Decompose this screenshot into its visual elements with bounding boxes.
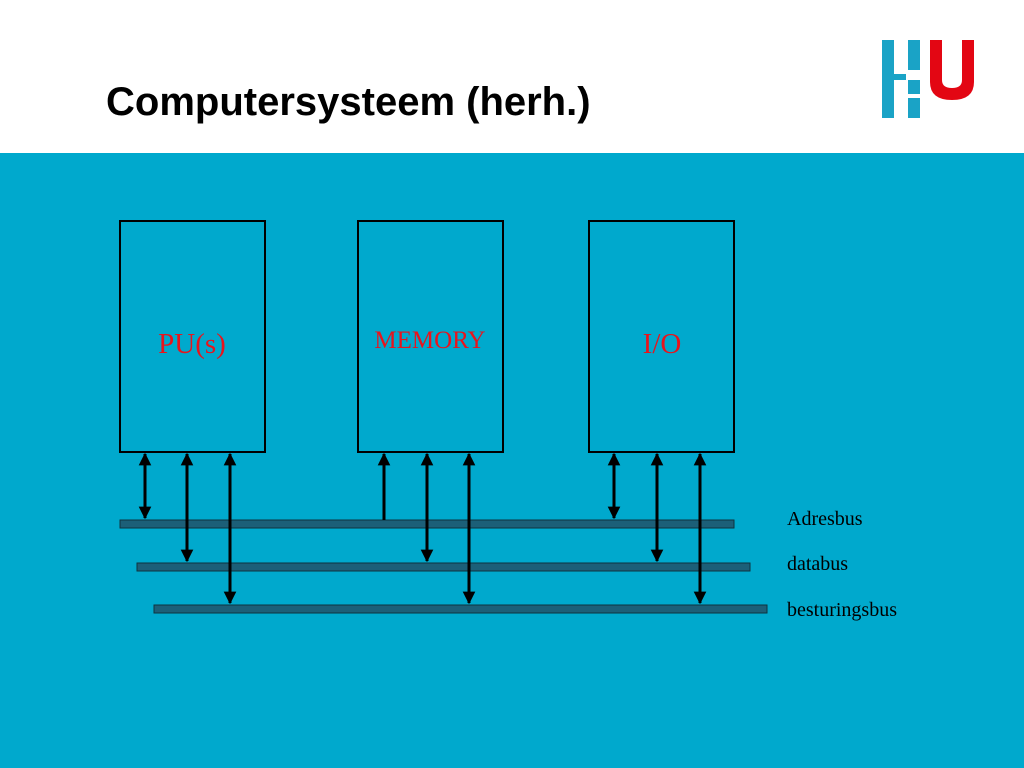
besturing-bus [153, 604, 768, 614]
slide-title: Computersysteem (herh.) [106, 80, 591, 124]
logo-bar-right-bottom [908, 98, 920, 118]
slide-content [0, 153, 1024, 768]
logo-bar-right-mid [908, 80, 920, 94]
hu-logo-icon [882, 40, 974, 118]
pu-box [119, 220, 266, 453]
memory-box [357, 220, 504, 453]
pu-label: PU(s) [158, 328, 226, 360]
data-bus-label: databus [787, 553, 848, 575]
io-box [588, 220, 735, 453]
logo-bar-right-top [908, 40, 920, 70]
logo-bar-left [882, 40, 894, 118]
io-label: I/O [643, 328, 682, 360]
logo-u [930, 40, 974, 100]
logo-bar-cross [894, 74, 906, 80]
slide-header: Computersysteem (herh.) [0, 0, 1024, 153]
memory-label: MEMORY [374, 327, 485, 354]
data-bus [136, 562, 751, 572]
besturing-bus-label: besturingsbus [787, 599, 897, 621]
adres-bus-label: Adresbus [787, 508, 863, 530]
